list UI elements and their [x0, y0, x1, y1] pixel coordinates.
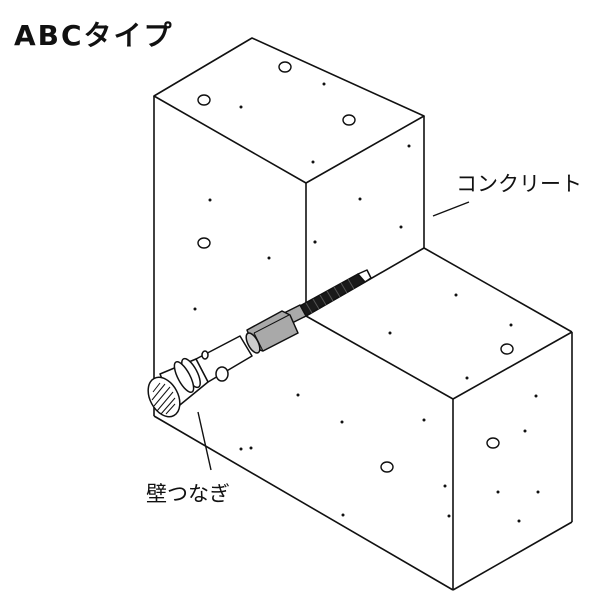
wall-tie-icon	[147, 269, 372, 418]
upper-block-top-face	[153, 37, 425, 184]
aggregate-pits	[197, 61, 514, 473]
diagram-title: ABCタイプ	[14, 19, 174, 52]
aggregate-dots	[193, 82, 540, 523]
concrete-label: コンクリート	[456, 172, 582, 196]
concrete-leader-line	[432, 201, 470, 217]
wall-tie-leader-line	[197, 411, 212, 471]
end-face-hatch	[151, 382, 176, 415]
wall-tie-label: 壁つなぎ	[146, 482, 230, 506]
